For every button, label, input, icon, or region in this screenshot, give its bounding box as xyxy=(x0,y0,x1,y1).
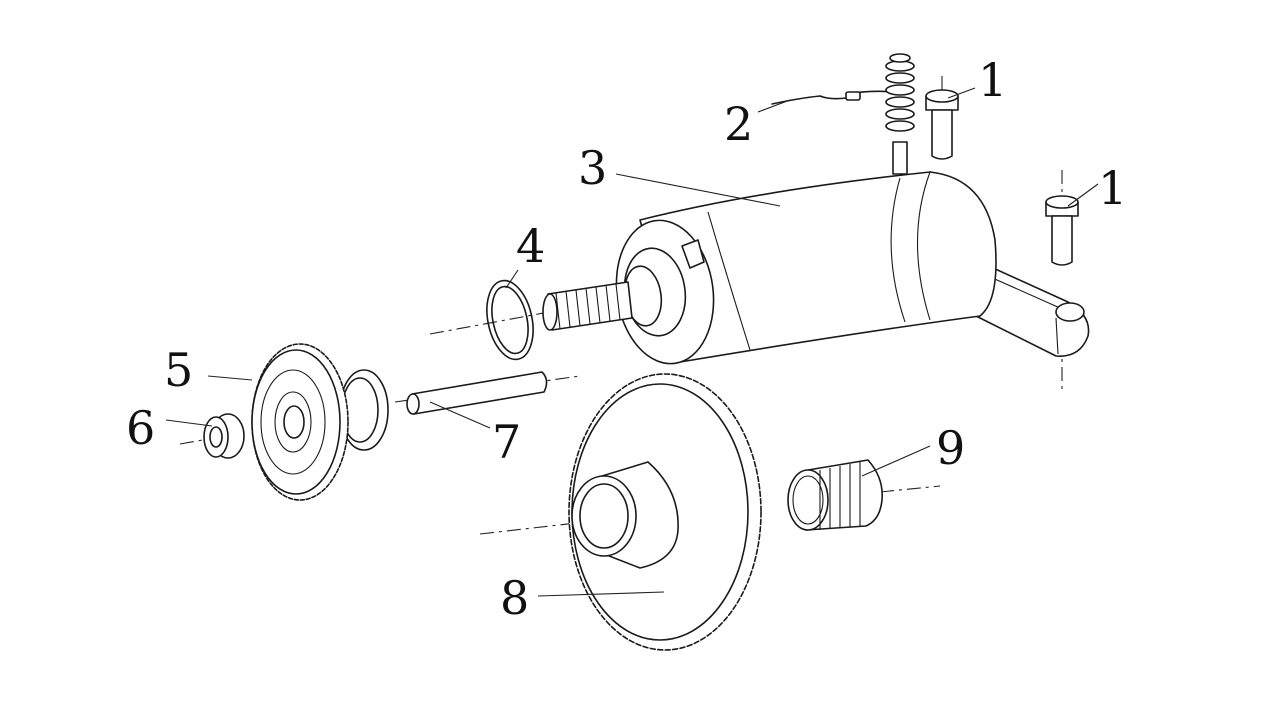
callout-needle-bearing: 9 xyxy=(936,421,965,475)
clutch-gear xyxy=(568,373,762,651)
idler-gear xyxy=(251,343,389,501)
bolt-top xyxy=(925,89,959,160)
leader-lines xyxy=(165,87,1099,597)
needle-bearing xyxy=(787,459,884,531)
callouts: 1 1 2 3 4 5 6 7 8 9 xyxy=(126,53,1127,625)
callout-idler-gear: 5 xyxy=(164,343,193,397)
starter-motor xyxy=(542,141,1090,365)
callout-cable: 2 xyxy=(724,97,753,151)
bolt-right xyxy=(1045,195,1079,266)
callout-motor: 3 xyxy=(578,141,607,195)
cable-terminal xyxy=(771,53,915,132)
o-ring xyxy=(486,279,534,361)
shaft xyxy=(406,371,548,415)
callout-bolt-top: 1 xyxy=(978,53,1007,107)
callout-o-ring: 4 xyxy=(516,219,545,273)
callout-clutch-gear: 8 xyxy=(500,571,529,625)
callout-washer: 6 xyxy=(126,401,155,455)
callout-shaft: 7 xyxy=(492,415,521,469)
callout-bolt-right: 1 xyxy=(1098,161,1127,215)
washer xyxy=(203,413,245,459)
